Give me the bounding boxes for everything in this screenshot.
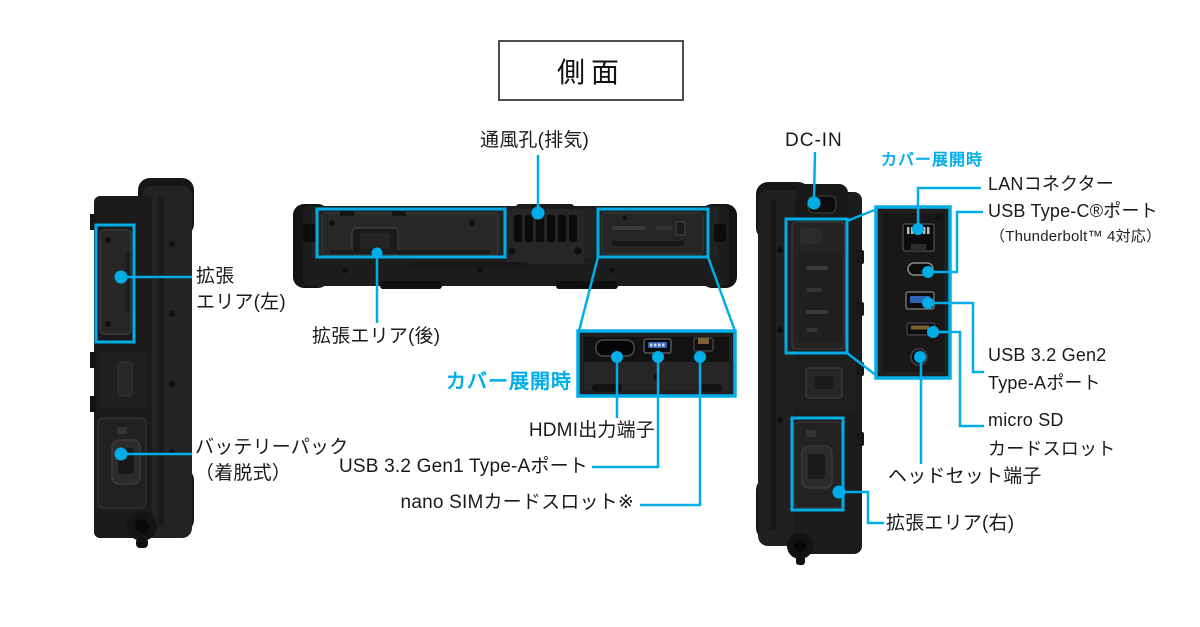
- vent-grille: [514, 215, 577, 242]
- callout-dot: [832, 485, 846, 499]
- callout-dot: [807, 196, 821, 210]
- label-expansion-rear: 拡張エリア(後): [312, 326, 441, 347]
- zoom-connector-line: [577, 256, 600, 332]
- highlight-expansion-right: [790, 416, 845, 512]
- label-usb-gen2: USB 3.2 Gen2 Type-Aポート: [988, 345, 1107, 393]
- nano-sim-slot: [693, 337, 714, 352]
- callout-dot: [531, 206, 545, 220]
- cover-open-panel-right: [874, 205, 952, 380]
- usb-a-gen1-port: [643, 338, 672, 354]
- page-title: 側面: [556, 56, 625, 88]
- label-nano-sim: nano SIMカードスロット※: [400, 492, 634, 513]
- zoom-connector-line: [846, 207, 878, 223]
- highlight-expansion-rear: [315, 207, 507, 259]
- label-usb-c-sub: （Thunderbolt™ 4対応）: [990, 228, 1162, 245]
- label-dc-in: DC-IN: [785, 130, 843, 151]
- callout-dot: [114, 270, 128, 284]
- callout-dot: [694, 351, 706, 363]
- callout-line-micro-sd: [937, 330, 984, 428]
- callout-dot: [922, 266, 934, 278]
- callout-line-nano-sim: [640, 360, 702, 507]
- callout-dot: [912, 223, 924, 235]
- rear-device-photo: [293, 204, 737, 289]
- callout-line-usb-gen2: [932, 301, 984, 374]
- highlight-right-port-area: [784, 217, 849, 355]
- callout-dot: [611, 351, 623, 363]
- section-title-box: 側面: [498, 40, 684, 101]
- label-micro-sd: micro SD カードスロット: [988, 410, 1116, 459]
- callout-dot: [652, 351, 664, 363]
- cover-open-panel-rear: [576, 329, 737, 398]
- left-device-photo: [90, 178, 194, 548]
- label-hdmi: HDMI出力端子: [528, 420, 655, 441]
- callout-dot: [927, 326, 939, 338]
- callout-dot: [922, 297, 934, 309]
- callout-dot: [914, 351, 926, 363]
- label-usb-c: USB Type-C®ポート: [988, 201, 1158, 221]
- callout-line-lan: [916, 186, 981, 226]
- label-battery: バッテリーパック （着脱式）: [195, 437, 349, 484]
- label-lan: LANコネクター: [988, 174, 1114, 194]
- callout-dot: [114, 447, 128, 461]
- callout-line-usb-c: [932, 210, 983, 274]
- callout-line-usb-gen1: [592, 360, 660, 469]
- callout-dot: [371, 247, 383, 259]
- label-expansion-right: 拡張エリア(右): [886, 513, 1015, 534]
- label-cover-open-rear: カバー展開時: [446, 371, 572, 393]
- zoom-connector-line: [706, 256, 737, 332]
- highlight-rear-port-area: [596, 207, 710, 259]
- label-headset: ヘッドセット端子: [888, 466, 1042, 487]
- callout-line-dc-in: [812, 151, 817, 200]
- label-vent: 通風孔(排気): [480, 130, 590, 151]
- label-cover-open-right: カバー展開時: [881, 152, 984, 169]
- highlight-expansion-left: [94, 223, 136, 344]
- zoom-connector-line: [846, 352, 878, 377]
- label-usb-gen1: USB 3.2 Gen1 Type-Aポート: [338, 456, 588, 477]
- callout-line-expansion-right: [845, 490, 884, 525]
- label-expansion-left: 拡張 エリア(左): [196, 266, 286, 313]
